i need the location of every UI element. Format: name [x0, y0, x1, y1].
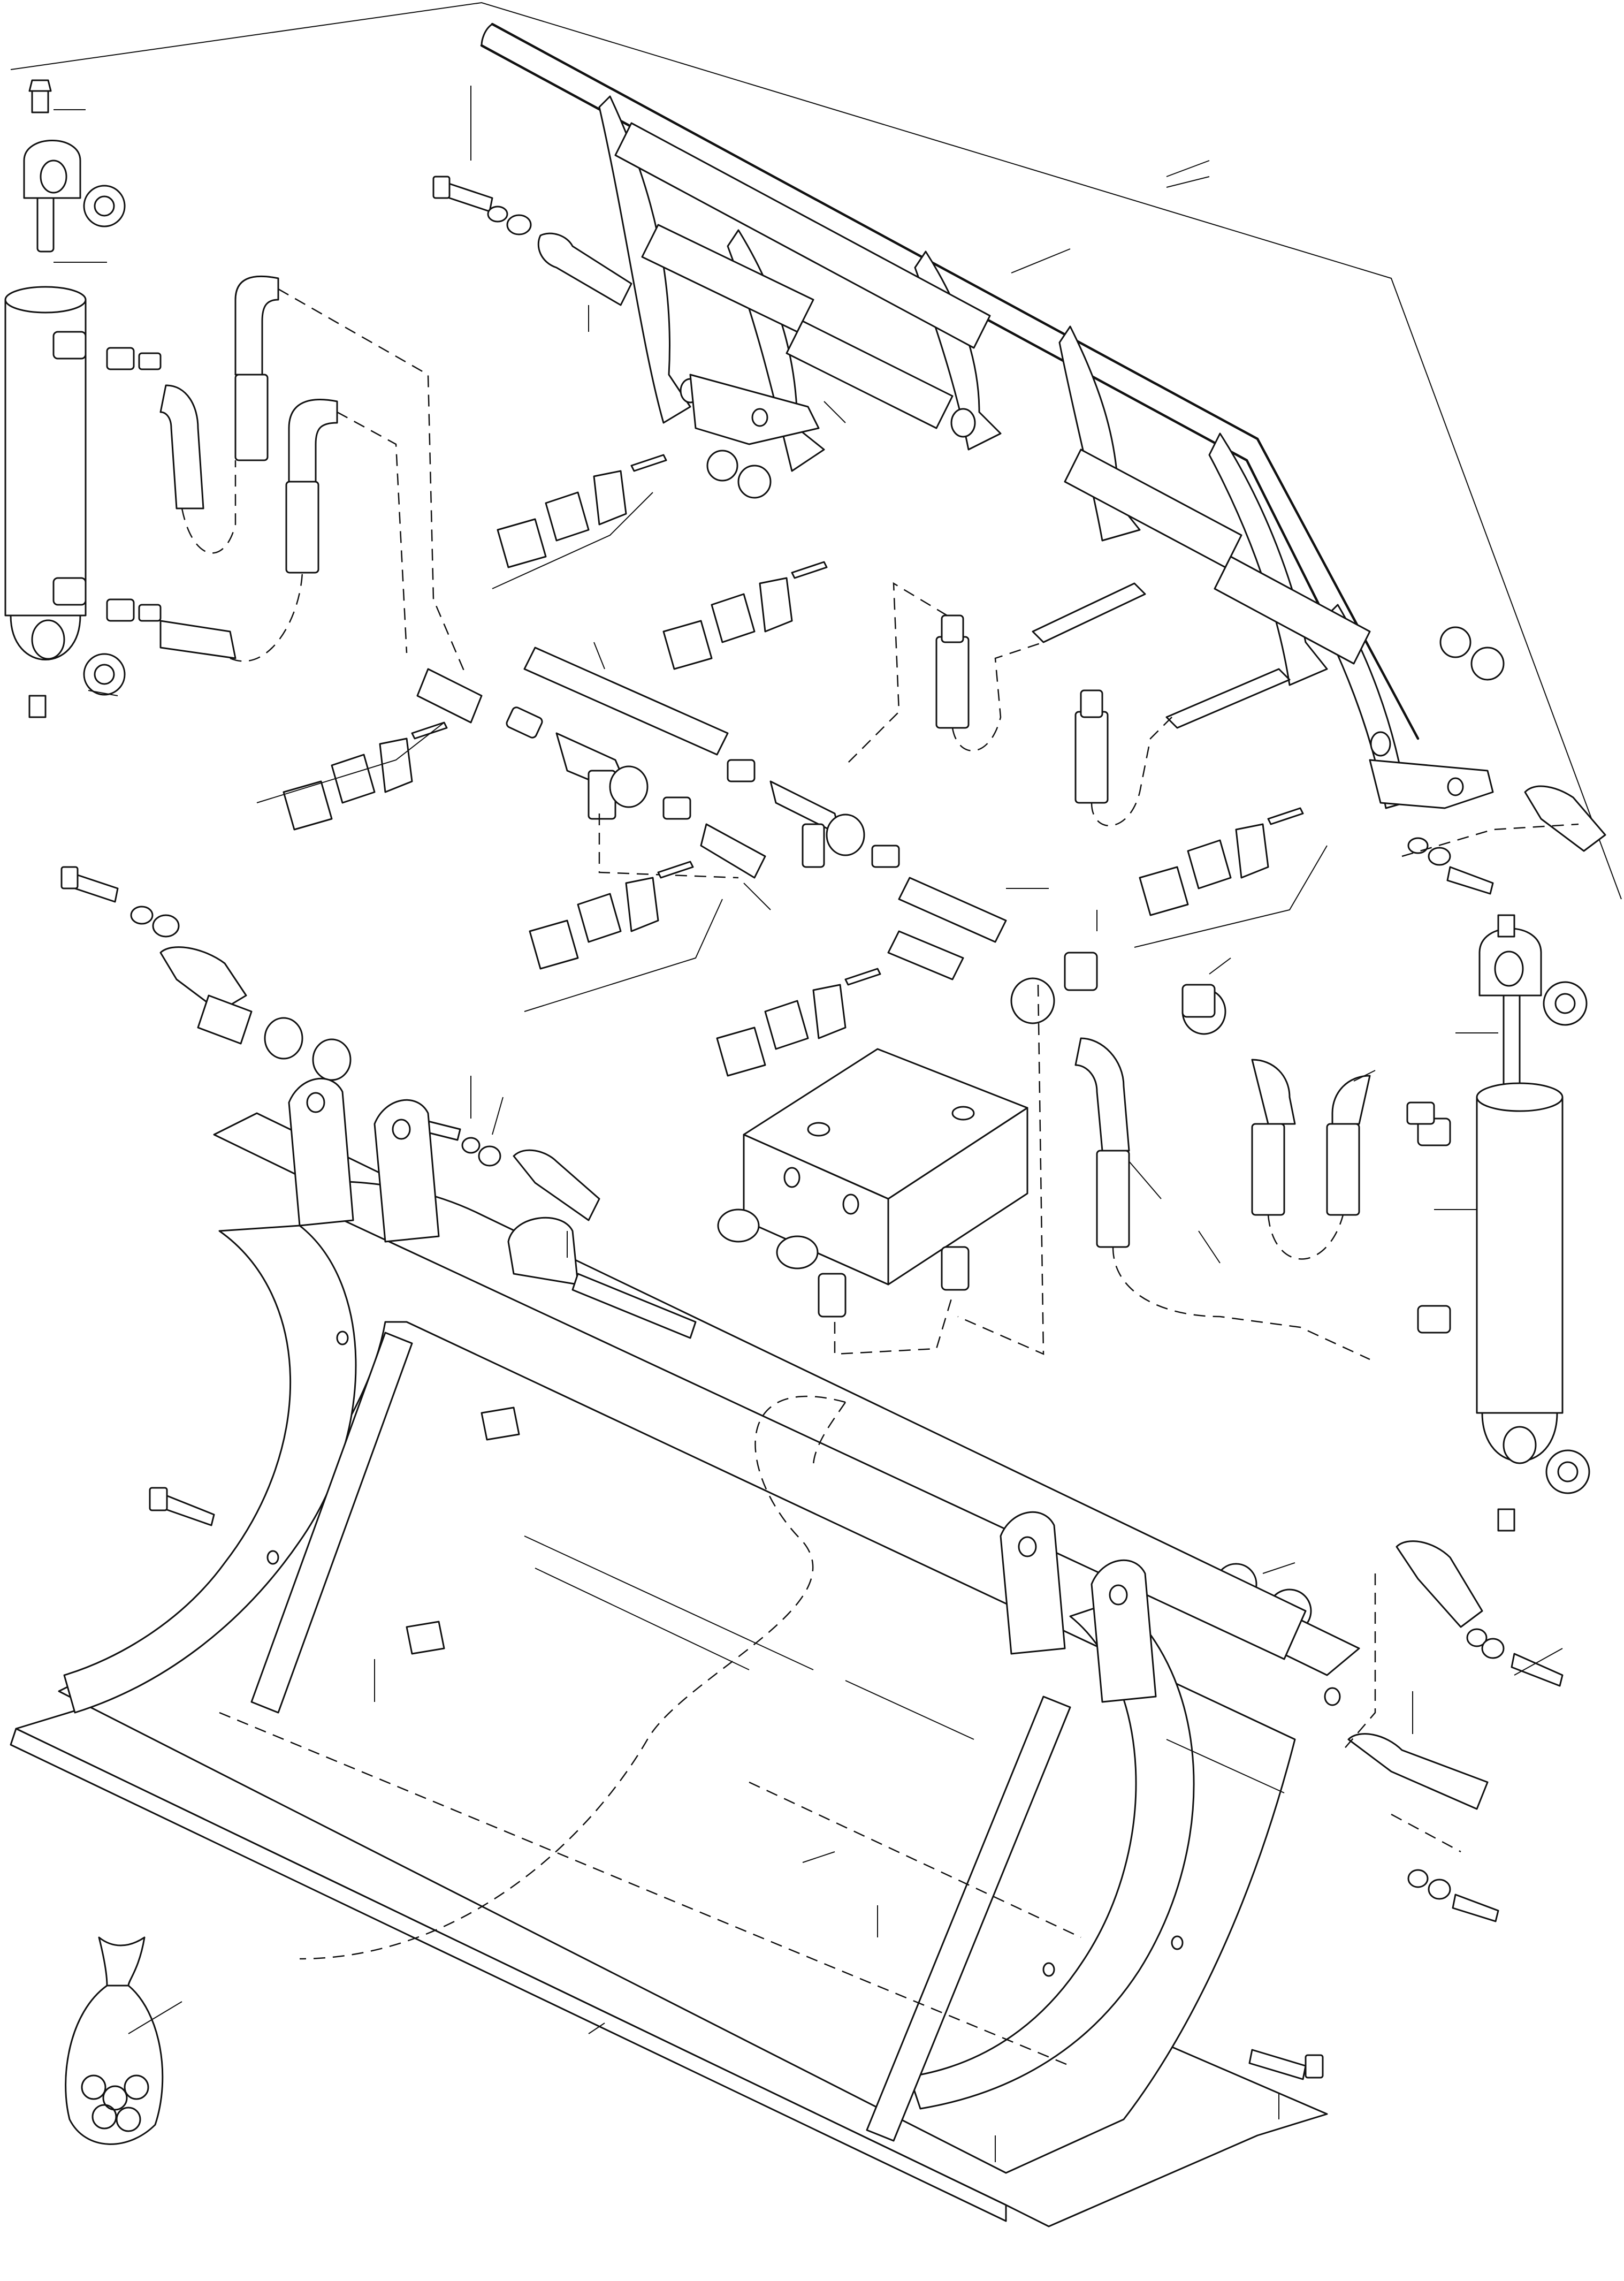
hydraulic-hoses — [107, 276, 1434, 1359]
left-hydraulic-cylinder — [5, 80, 125, 717]
parts-bag — [66, 1937, 182, 2144]
loader-bucket — [11, 1078, 1359, 2226]
loader-arm-frame — [482, 24, 1493, 808]
right-hydraulic-cylinder — [1418, 915, 1589, 1531]
leader-lines — [375, 86, 1562, 2162]
valve-block — [718, 985, 1043, 1354]
clamp-blocks — [257, 455, 1327, 1076]
frame-lines — [11, 3, 1621, 899]
